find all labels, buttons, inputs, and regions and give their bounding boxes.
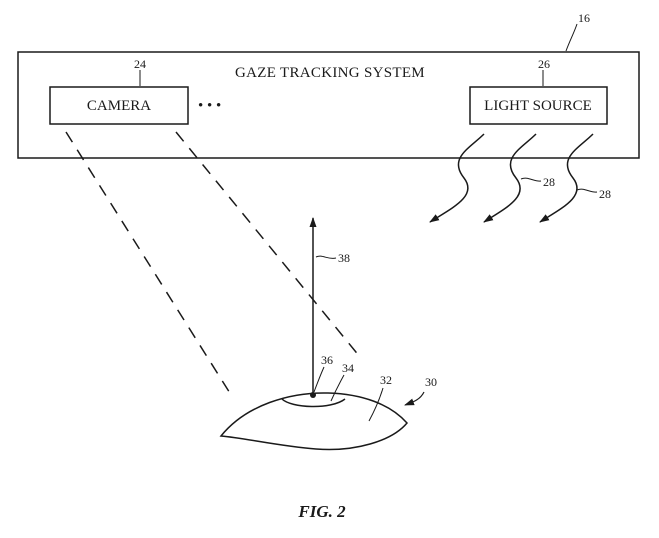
pupil-center-ref-leader xyxy=(313,366,325,393)
camera-ref-number: 24 xyxy=(134,57,146,71)
light-source-ref-number: 26 xyxy=(538,57,550,71)
pupil-outline xyxy=(281,398,346,408)
camera-box xyxy=(49,86,189,125)
light-ray-ref-number-2: 28 xyxy=(599,187,611,201)
figure-caption: FIG. 2 xyxy=(297,502,346,521)
eye-outline xyxy=(219,392,408,451)
light-ray-ref-leader-2 xyxy=(576,188,598,193)
gaze-vector-ref-leader xyxy=(315,255,337,259)
cornea-ref-leader xyxy=(368,387,384,422)
camera-label: CAMERA xyxy=(87,98,151,114)
light-source-label: LIGHT SOURCE xyxy=(484,98,592,114)
light-ray-1 xyxy=(429,133,485,223)
cornea-ref-number: 32 xyxy=(380,373,392,387)
pupil-center-point xyxy=(310,392,316,398)
gaze-tracking-system-title: GAZE TRACKING SYSTEM xyxy=(235,65,425,81)
light-source-box xyxy=(469,86,608,125)
light-ray-ref-number-1: 28 xyxy=(543,175,555,189)
light-ray-ref-leader-1 xyxy=(520,177,542,182)
pupil-ref-leader xyxy=(330,374,345,402)
ellipsis-dots: • • • xyxy=(198,98,221,114)
light-ray-2 xyxy=(483,133,537,223)
pupil-ref-number: 34 xyxy=(342,361,354,375)
system-ref-number: 16 xyxy=(578,11,590,25)
camera-fov-left-line xyxy=(65,131,234,399)
system-ref-leader xyxy=(565,23,578,52)
pupil-center-ref-number: 36 xyxy=(321,353,333,367)
gaze-vector-ref-number: 38 xyxy=(338,251,350,265)
eye-ref-arrow xyxy=(404,391,425,406)
eye-ref-number: 30 xyxy=(425,375,437,389)
gaze-tracking-system-box xyxy=(17,51,640,159)
light-ray-3 xyxy=(539,133,594,223)
camera-fov-right-line xyxy=(175,131,361,358)
